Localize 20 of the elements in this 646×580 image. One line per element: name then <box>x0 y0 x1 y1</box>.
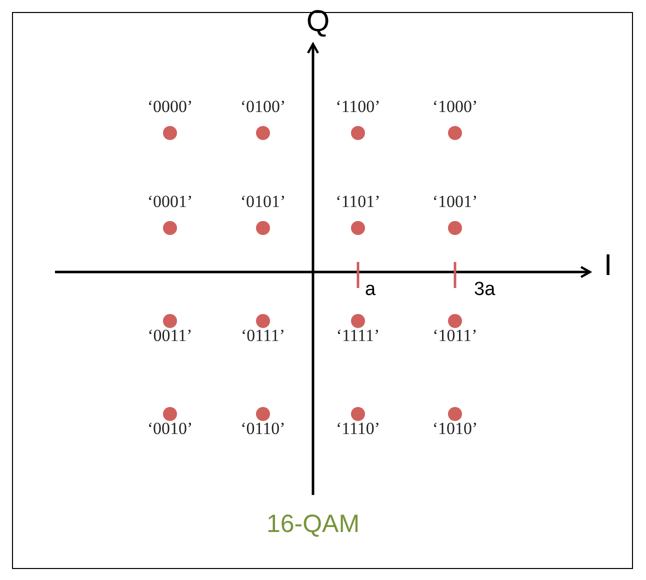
bit-label: ‘1100’ <box>336 98 380 115</box>
bit-label: ‘0100’ <box>240 98 286 115</box>
bit-label: ‘1110’ <box>336 420 380 437</box>
bit-label: ‘1000’ <box>432 98 478 115</box>
bit-label: ‘0010’ <box>147 420 193 437</box>
bit-label: ‘1001’ <box>432 193 478 210</box>
axis-label: I <box>604 251 612 281</box>
bit-label: ‘0101’ <box>240 193 286 210</box>
tick-label: a <box>365 280 376 299</box>
caption: 16-QAM <box>266 512 360 537</box>
bit-label: ‘0001’ <box>147 193 193 210</box>
bit-label: ‘1011’ <box>432 327 478 344</box>
bit-label: ‘0000’ <box>147 98 193 115</box>
bit-label: ‘1101’ <box>336 193 380 210</box>
bit-label: ‘0110’ <box>240 420 286 437</box>
tick-label: 3a <box>474 280 496 299</box>
bit-label: ‘1010’ <box>432 420 478 437</box>
bit-label: ‘0111’ <box>240 327 286 344</box>
bit-label: ‘0011’ <box>148 327 192 344</box>
bit-label: ‘1111’ <box>336 327 380 344</box>
